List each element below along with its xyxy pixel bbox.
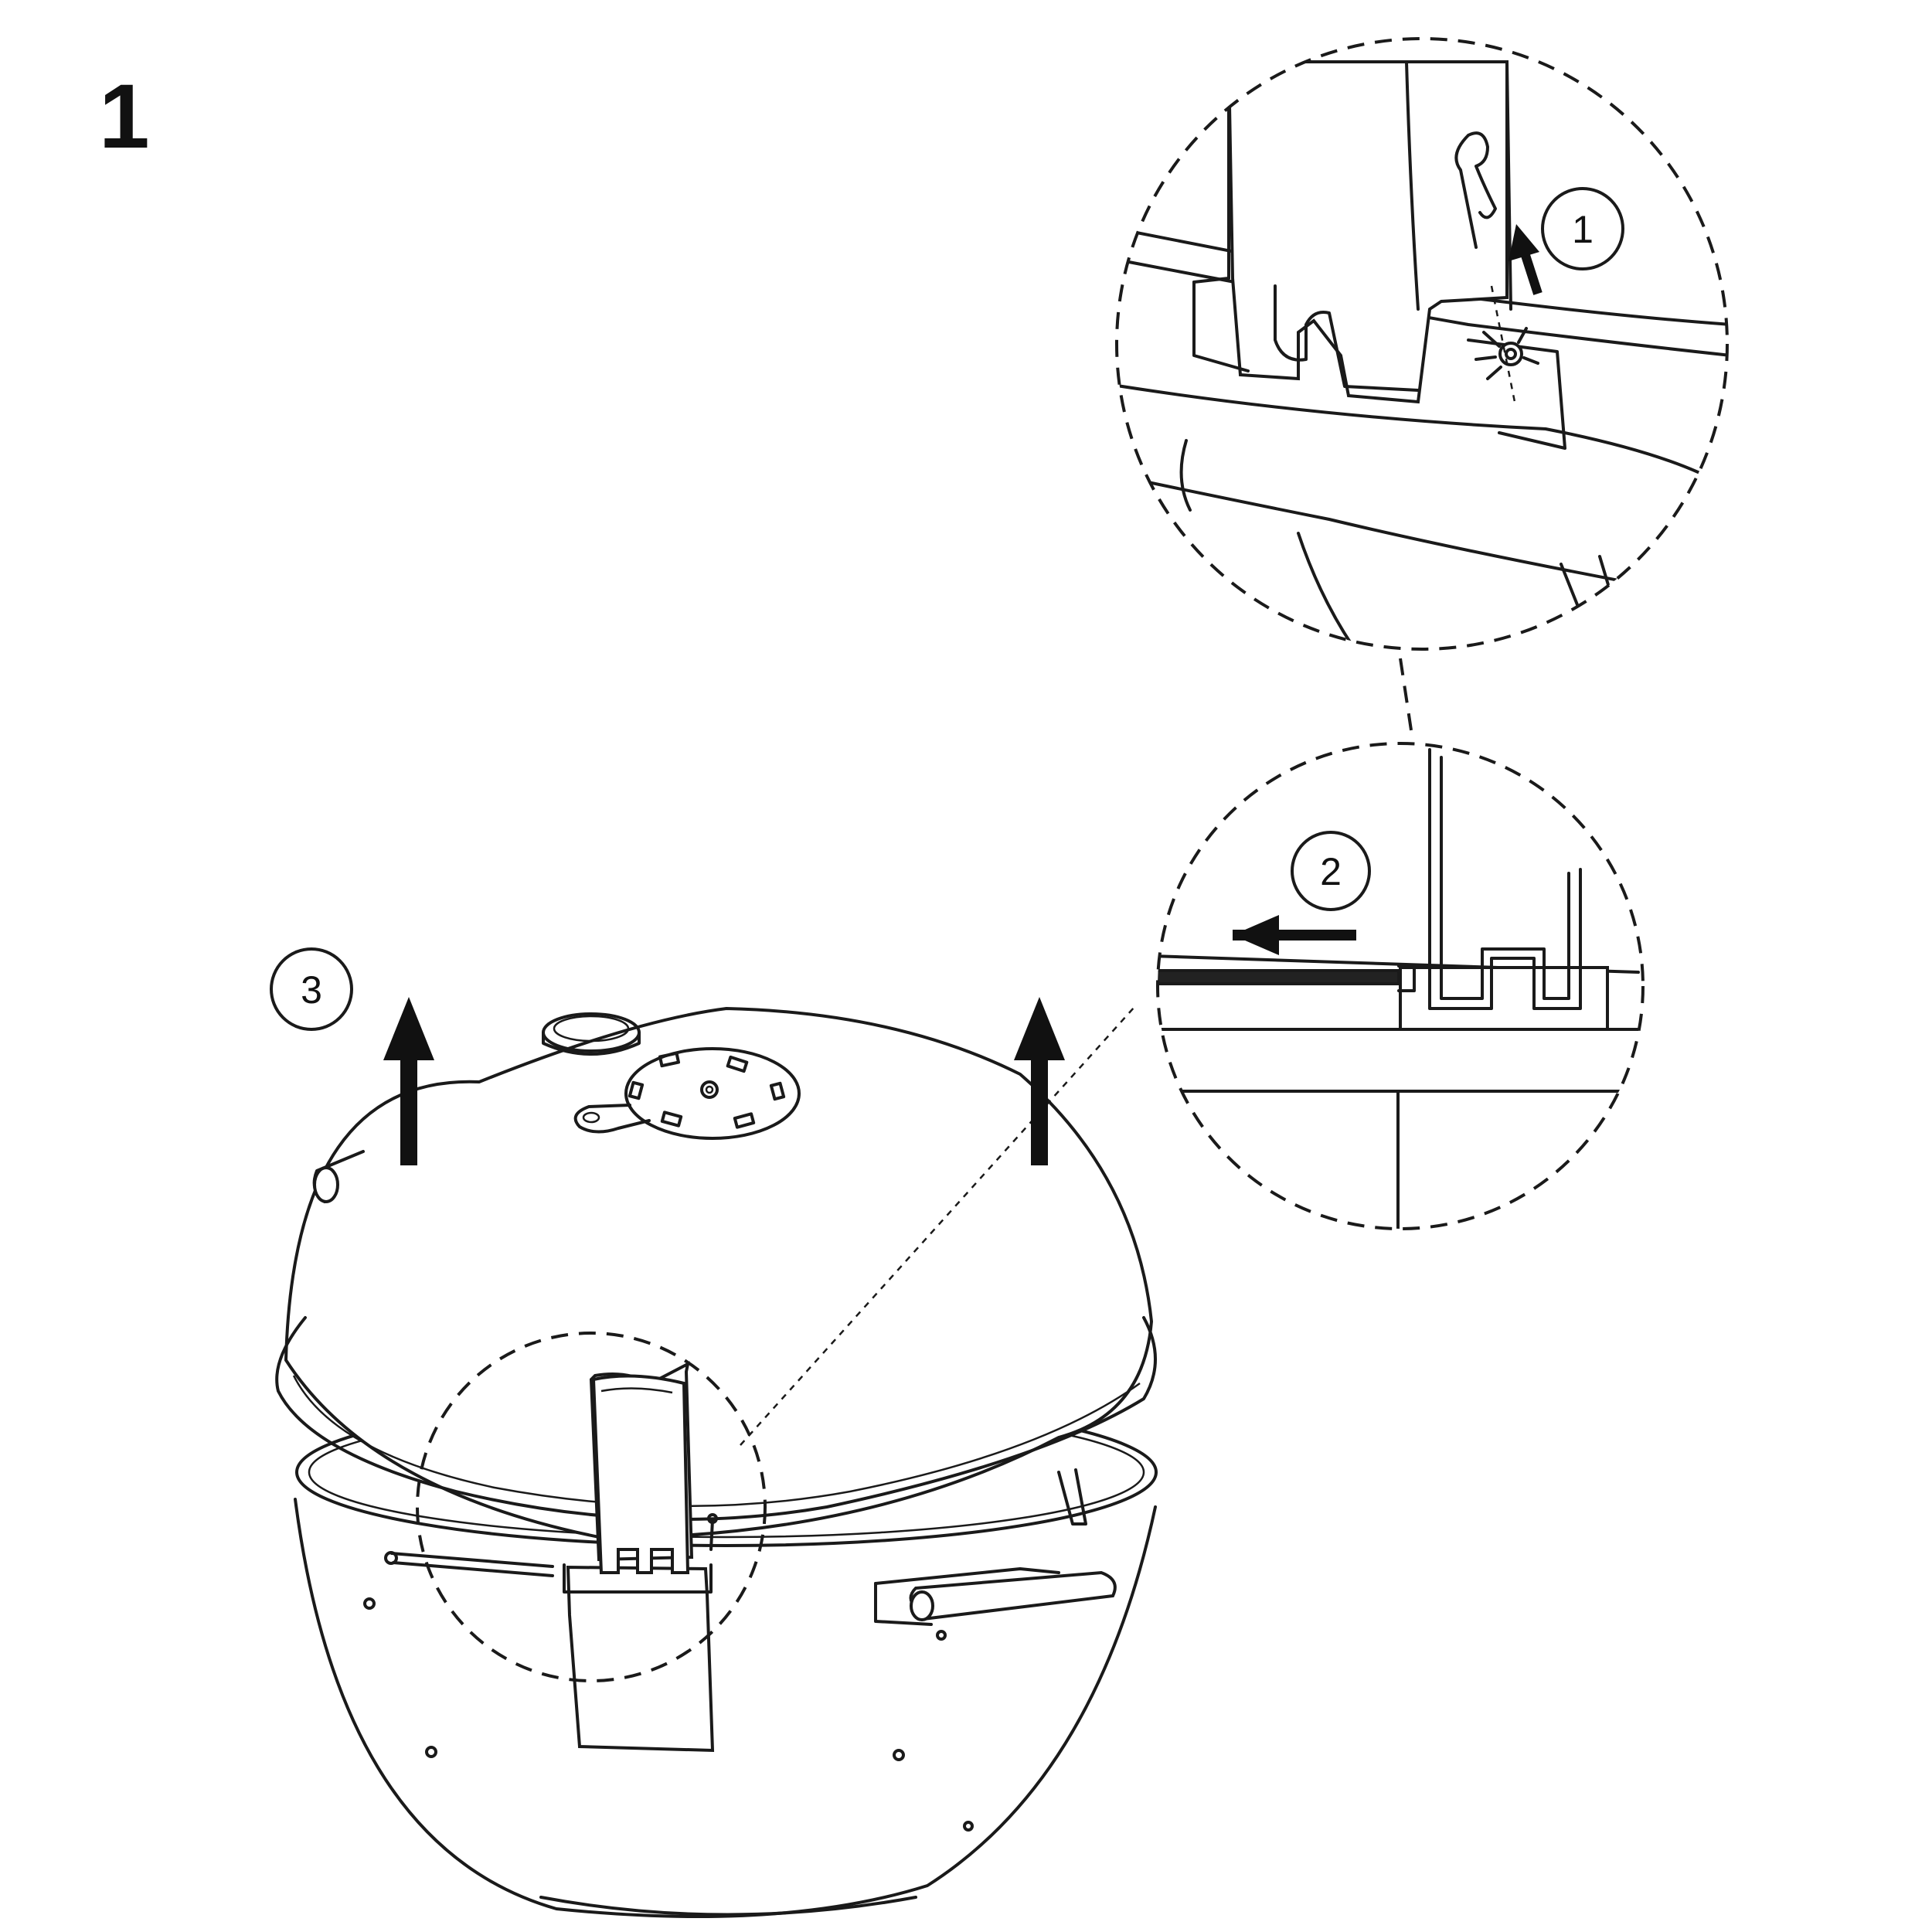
- bowl-vent-hole: [963, 1821, 974, 1832]
- detail-circle-1: [1115, 37, 1729, 651]
- bowl-vent-hole: [893, 1749, 905, 1761]
- lift-arrow-left: [383, 997, 434, 1165]
- grate-edge: [1057, 1468, 1087, 1526]
- lid-top-damper: [573, 1047, 801, 1140]
- pin-release-marks: [1475, 285, 1539, 403]
- arrow-left-icon: [1233, 915, 1356, 955]
- leader-line-detail2-to-detail1: [1399, 658, 1414, 741]
- detail-circle-grill: [416, 1332, 767, 1682]
- lid-rim-inner: [292, 1375, 1141, 1508]
- detail-view-1: 1: [1115, 37, 1729, 651]
- lid-thermometer-port: [542, 1012, 641, 1056]
- lid-hinge-assembly: [384, 1361, 718, 1753]
- callout-2: 2: [1291, 831, 1371, 911]
- step-number: 1: [99, 66, 150, 168]
- arrow-up-icon: [1509, 224, 1543, 295]
- callout-1-label: 1: [1572, 208, 1594, 251]
- callout-2-label: 2: [1320, 850, 1342, 893]
- callout-3: 3: [270, 947, 353, 1031]
- grill-bowl: [294, 1498, 1157, 1918]
- callout-1: 1: [1541, 187, 1624, 270]
- bowl-vent-hole: [363, 1597, 376, 1610]
- grill-illustration: [275, 1006, 1158, 1918]
- bowl-vent-hole: [425, 1746, 437, 1758]
- hairpin-cotter-pin-icon: [1454, 131, 1497, 249]
- detail-view-2: 2: [1156, 742, 1645, 1230]
- bowl-bottom-ring: [539, 1896, 917, 1917]
- bowl-side-handle: [874, 1567, 1117, 1641]
- lift-arrow-right: [1014, 997, 1065, 1165]
- callout-3-label: 3: [301, 968, 322, 1012]
- detail-circle-2: [1156, 742, 1645, 1230]
- lid-side-handle: [312, 1150, 365, 1203]
